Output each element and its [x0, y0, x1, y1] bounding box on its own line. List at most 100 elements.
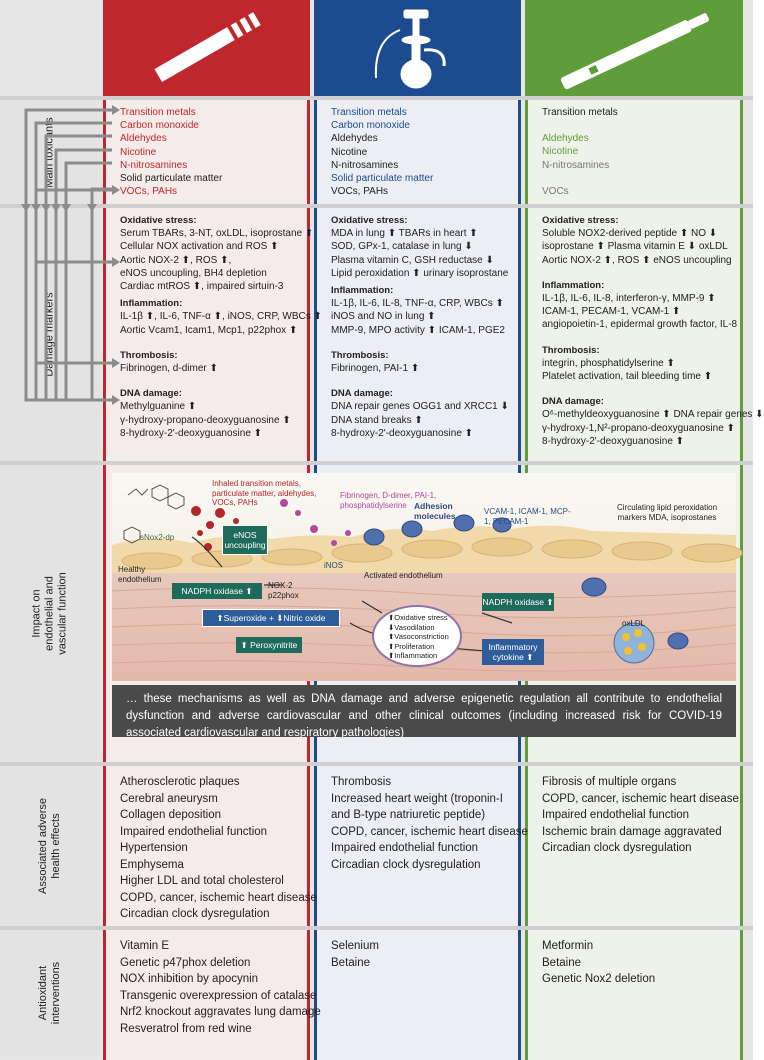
marker: Platelet activation, tail bleeding time … — [542, 371, 713, 383]
toxicant: Aldehydes — [542, 133, 589, 145]
toxicant: Aldehydes — [120, 133, 167, 145]
toxicant: Transition metals — [120, 107, 196, 118]
effects-oval: ⬆Oxidative stress ⬇Vasodilation ⬆Vasocon… — [372, 605, 462, 667]
cytokine-box: Inflammatory cytokine ⬆ — [482, 639, 544, 665]
antioxidant-item: Resveratrol from red wine — [120, 1022, 252, 1035]
row-divider — [0, 762, 753, 766]
marker: IL-1β ⬆, IL-6, TNF-α ⬆, iNOS, CRP, WBCs … — [120, 311, 322, 323]
marker: DNA stand breaks ⬆ — [331, 414, 423, 426]
healthy-label: Healthy endothelium — [118, 565, 162, 584]
marker: integrin, phosphatidylserine ⬆ — [542, 357, 675, 369]
marker: angiopoietin-1, epidermal growth factor,… — [542, 319, 738, 331]
toxicant: Solid particulate matter — [120, 173, 223, 185]
peroxynitrite-box: ⬆ Peroxynitrite — [236, 637, 302, 653]
summary-band: … these mechanisms as well as DNA damage… — [112, 685, 736, 739]
marker: Plasma vitamin C, GSH reductase ⬇ — [331, 254, 494, 266]
effect: ⬆Oxidative stress — [388, 613, 448, 622]
toxicant: Nicotine — [331, 146, 368, 158]
antioxidant-item: Genetic Nox2 deletion — [542, 973, 656, 985]
toxicant: Carbon monoxide — [120, 120, 199, 132]
marker: MDA in lung ⬆ TBARs in heart ⬆ — [331, 228, 478, 240]
adverse-item: COPD, cancer, ischemic heart disease — [120, 891, 317, 904]
effect: ⬇Vasodilation — [388, 622, 435, 632]
antioxidant-item: Transgenic overexpression of catalase — [120, 989, 317, 1002]
marker: Serum TBARs, 3-NT, oxLDL, isoprostane ⬆ — [120, 228, 314, 240]
toxicant: Transition metals — [331, 107, 407, 118]
marker: Aortic NOX-2 ⬆, ROS ⬆, — [120, 254, 232, 266]
effect: ⬆Proliferation — [388, 641, 435, 651]
adverse-item: Circadian clock dysregulation — [542, 842, 692, 854]
marker: IL-1β, IL-6, IL-8, interferon-γ, MMP-9 ⬆ — [542, 293, 716, 305]
marker-heading: Oxidative stress: — [120, 215, 197, 226]
marker: ICAM-1, PECAM-1, VCAM-1 ⬆ — [542, 306, 681, 318]
marker: Cellular NOX activation and ROS ⬆ — [120, 241, 279, 253]
marker: isoprostane ⬆ Plasma vitamin E ⬇ oxLDL — [542, 241, 728, 253]
row-divider — [0, 461, 753, 465]
marker: SOD, GPx-1, catalase in lung ⬇ — [331, 241, 473, 253]
marker: 8-hydroxy-2'-deoxyguanosine ⬆ — [331, 427, 474, 439]
marker-heading: Oxidative stress: — [331, 215, 408, 226]
toxicant: Aldehydes — [331, 133, 378, 145]
marker-heading: Inflammation: — [542, 279, 605, 291]
nadph-oxidase-box: NADPH oxidase ⬆ — [172, 583, 262, 599]
adverse-item: Impaired endothelial function — [331, 842, 479, 854]
adverse-item: Cerebral aneurysm — [120, 792, 218, 805]
adverse-item: Hypertension — [120, 842, 188, 854]
cigarette-markers: Oxidative stress: Serum TBARs, 3-NT, oxL… — [108, 210, 322, 440]
antioxidant-item: NOX inhibition by apocynin — [120, 973, 259, 985]
ecig-adverse: Fibrosis of multiple organs COPD, cancer… — [530, 770, 739, 857]
effect: ⬆Inflammation — [388, 651, 438, 660]
antioxidant-item: Metformin — [542, 940, 594, 952]
adhesion-label: Adhesion molecules — [414, 501, 456, 521]
e-cigarette-icon — [560, 13, 709, 90]
marker: 8-hydroxy-2'-deoxyguanosine ⬆ — [542, 435, 685, 447]
ecig-border — [740, 0, 743, 1060]
waterpipe-toxicants: Transition metals Carbon monoxide Aldehy… — [319, 102, 517, 198]
toxicant: N-nitrosamines — [542, 159, 610, 171]
marker: Aortic Vcam1, Icam1, Mcp1, p22phox ⬆ — [120, 324, 298, 336]
marker: γ-hydroxy-propano-deoxyguanosine ⬆ — [120, 414, 291, 426]
effect: ⬆Vasoconstriction — [388, 632, 449, 641]
ecig-toxicants: Transition metals Aldehydes Nicotine N-n… — [530, 102, 735, 198]
antioxidant-item: Vitamin E — [120, 940, 170, 952]
marker: Methylguanine ⬆ — [120, 401, 197, 413]
waterpipe-antioxidant: Selenium Betaine — [319, 934, 517, 971]
toxicant: Transition metals — [542, 107, 618, 118]
marker-heading: DNA damage: — [120, 388, 182, 400]
toxicant: N-nitrosamines — [120, 159, 188, 171]
adverse-item: Fibrosis of multiple organs — [542, 776, 677, 788]
inhaled-label: Inhaled transition metals, particulate m… — [212, 479, 317, 507]
row-label-impact: Impact on endothelial and vascular funct… — [0, 465, 100, 762]
marker: eNOS uncoupling, BH4 depletion — [120, 267, 267, 279]
row-label-main-toxicants: Main toxicants — [0, 100, 100, 204]
marker-heading: Thrombosis: — [542, 344, 600, 356]
adverse-item: Circadian clock dysregulation — [331, 858, 481, 871]
toxicant: Nicotine — [120, 146, 157, 158]
marker: DNA repair genes OGG1 and XRCC1 ⬇ — [331, 401, 509, 413]
toxicant: Carbon monoxide — [331, 120, 410, 132]
nox2-label: NOX-2 — [268, 581, 293, 590]
toxicant: N-nitrosamines — [331, 159, 399, 171]
waterpipe-adverse: Thrombosis Increased heart weight (tropo… — [319, 770, 528, 873]
adverse-item: and B-type natriuretic peptide) — [331, 809, 486, 821]
row-divider — [0, 96, 753, 100]
adverse-item: Increased heart weight (troponin-I — [331, 792, 503, 805]
adverse-item: Circadian clock dysregulation — [120, 908, 270, 920]
adverse-item: Impaired endothelial function — [542, 809, 690, 821]
adverse-item: Higher LDL and total cholesterol — [120, 875, 284, 887]
antioxidant-item: Nrf2 knockout aggravates lung damage — [120, 1006, 321, 1018]
vcam-label: VCAM-1, ICAM-1, MCP-1, PECAM-1 — [484, 507, 571, 526]
waterpipe-markers: Oxidative stress: MDA in lung ⬆ TBARs in… — [319, 210, 517, 440]
marker: 8-hydroxy-2'-deoxyguanosine ⬆ — [120, 427, 263, 439]
cigarette-adverse: Atherosclerotic plaques Cerebral aneurys… — [108, 770, 317, 923]
antioxidant-item: Selenium — [331, 940, 379, 952]
marker: Aortic NOX-2 ⬆, ROS ⬆ eNOS uncoupling — [542, 254, 732, 266]
adverse-item: COPD, cancer, ischemic heart disease — [331, 825, 528, 838]
row-divider — [0, 926, 753, 930]
superoxide-box: ⬆Superoxide + ⬇Nitric oxide — [202, 609, 340, 627]
marker: Fibrinogen, d-dimer ⬆ — [120, 363, 218, 375]
adverse-item: COPD, cancer, ischemic heart disease — [542, 792, 739, 805]
marker: γ-hydroxy-1,N²-propano-deoxyguanosine ⬆ — [542, 422, 735, 434]
toxicant: VOCs, PAHs — [331, 186, 389, 198]
p22-label: p22phox — [268, 591, 299, 600]
